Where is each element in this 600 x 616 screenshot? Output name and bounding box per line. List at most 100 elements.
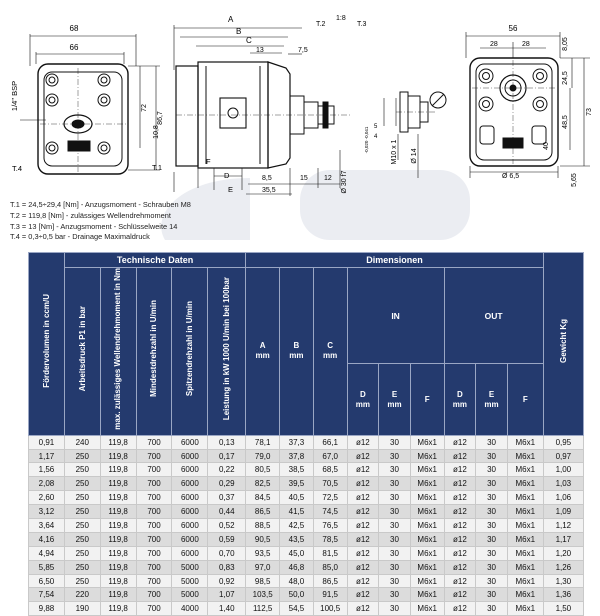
header-mindestdrehzahl: Mindestdrehzahl in U/min	[135, 267, 173, 436]
table-cell: 30	[378, 476, 411, 492]
dim-8-05-label: 8,05	[562, 37, 569, 51]
table-cell: 0,59	[207, 531, 247, 547]
technical-drawing: 68 66 1/4" BSP 72 86,7 T.4 A B C	[10, 15, 593, 240]
table-cell: 119,8	[99, 504, 137, 520]
dim-24-5-label: 24,5	[562, 71, 569, 85]
table-cell: 250	[63, 462, 101, 478]
table-cell: ø12	[346, 601, 380, 616]
table-cell: 30	[378, 448, 411, 464]
header-technische-daten: Technische Daten	[63, 252, 247, 268]
dim-72-label: 72	[141, 104, 148, 112]
table-cell: ø12	[443, 601, 477, 616]
table-cell: 30	[475, 448, 508, 464]
table-cell: ø12	[443, 559, 477, 575]
table-cell: M6x1	[409, 531, 445, 547]
table-cell: M6x1	[506, 518, 544, 533]
table-cell: ø12	[443, 462, 477, 478]
table-cell: 119,8	[99, 434, 137, 450]
table-cell: 30	[378, 490, 411, 506]
table-cell: M6x1	[506, 504, 544, 520]
table-cell: 45,0	[279, 545, 314, 561]
table-cell: 30	[475, 601, 508, 616]
table-cell: M6x1	[506, 462, 544, 478]
t3-label: T.3	[357, 21, 366, 28]
table-cell: ø12	[443, 531, 477, 547]
table-cell: M6x1	[409, 601, 445, 616]
table-cell: 1,07	[207, 587, 247, 603]
table-cell: 97,0	[245, 559, 281, 575]
dim-7-5-label: 7,5	[298, 47, 308, 54]
table-cell: 1,30	[542, 573, 585, 589]
side-view	[173, 25, 352, 196]
header-spitzendrehzahl: Spitzendrehzahl in U/min	[171, 267, 209, 436]
dim-13-label: 13	[256, 47, 264, 54]
table-cell: ø12	[443, 573, 477, 589]
header-gewicht: Gewicht Kg	[542, 252, 585, 436]
table-cell: 37,3	[279, 434, 314, 450]
table-cell: M6x1	[506, 573, 544, 589]
table-cell: 119,8	[99, 559, 137, 575]
header-leistung: Leistung in kW 1000 U/min bei 100bar	[207, 267, 247, 436]
table-cell: 250	[63, 476, 101, 492]
table-cell: 30	[475, 476, 508, 492]
table-cell: M6x1	[506, 448, 544, 464]
table-cell: ø12	[346, 462, 380, 478]
table-cell: 30	[475, 573, 508, 589]
table-cell: 1,06	[542, 490, 585, 506]
note-t3: T.3 = 13 [Nm] - Anzugsmoment - Schlüssel…	[10, 221, 178, 231]
table-cell: 250	[63, 490, 101, 506]
dim-4-label: 4	[374, 134, 378, 140]
table-cell: 90,5	[245, 531, 281, 547]
table-cell: M6x1	[409, 573, 445, 589]
table-cell: ø12	[346, 504, 380, 520]
dim-48-5-label: 48,5	[562, 115, 569, 129]
tolerance-label: -0,020 -0,041	[364, 126, 369, 153]
dim-28-left-label: 28	[490, 41, 498, 48]
table-cell: 700	[135, 573, 173, 589]
table-cell: ø12	[346, 559, 380, 575]
dim-35-5-label: 35,5	[262, 187, 276, 194]
table-cell: 700	[135, 462, 173, 478]
table-cell: 700	[135, 559, 173, 575]
table-cell: 80,5	[245, 462, 281, 478]
dim-68-label: 68	[70, 24, 79, 33]
table-cell: 700	[135, 448, 173, 464]
dim-86-7-label: 86,7	[157, 111, 164, 125]
table-cell: ø12	[346, 434, 380, 450]
dim-12-label: 12	[324, 175, 332, 182]
table-cell: 79,0	[245, 448, 281, 464]
table-cell: 30	[475, 434, 508, 450]
table-cell: 4,16	[28, 531, 65, 547]
table-cell: 0,52	[207, 518, 247, 533]
table-cell: 119,8	[99, 476, 137, 492]
table-cell: 3,64	[28, 518, 65, 533]
table-cell: ø12	[443, 490, 477, 506]
header-foerdervolumen: Fördervolumen in ccm/U	[28, 252, 65, 436]
dim-5-65-label: 5,65	[571, 173, 578, 187]
table-cell: ø12	[346, 490, 380, 506]
table-cell: M6x1	[506, 490, 544, 506]
table-cell: ø12	[443, 504, 477, 520]
table-cell: 240	[63, 434, 101, 450]
table-cell: 38,5	[279, 462, 314, 478]
table-cell: 48,0	[279, 573, 314, 589]
watermark-logo	[161, 170, 470, 240]
table-cell: 30	[475, 559, 508, 575]
dim-66-label: 66	[70, 43, 79, 52]
table-cell: 84,5	[245, 490, 281, 506]
table-cell: 1,00	[542, 462, 585, 478]
table-cell: 0,97	[542, 448, 585, 464]
table-cell: 30	[378, 601, 411, 616]
table-cell: 43,5	[279, 531, 314, 547]
dim-40-label: 40	[543, 142, 550, 150]
table-cell: 0,70	[207, 545, 247, 561]
table-cell: 72,5	[312, 490, 348, 506]
table-cell: M6x1	[506, 476, 544, 492]
table-cell: M6x1	[409, 504, 445, 520]
